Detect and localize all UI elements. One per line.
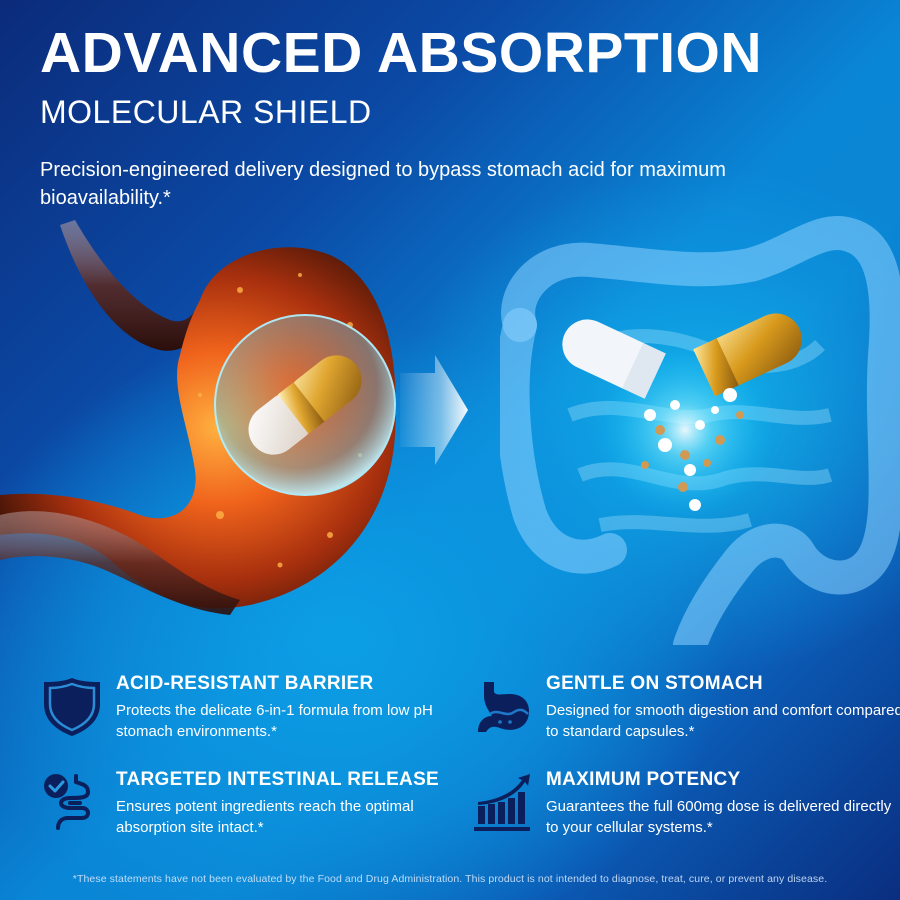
- arrow-right-icon: [400, 355, 468, 465]
- feature-title: TARGETED INTESTINAL RELEASE: [116, 769, 440, 790]
- stomach-illustration: [0, 220, 396, 615]
- feature-targeted-intestinal-release: TARGETED INTESTINAL RELEASE Ensures pote…: [40, 768, 460, 848]
- feature-title: MAXIMUM POTENCY: [546, 769, 741, 790]
- intestine-check-icon: [44, 774, 91, 830]
- feature-gentle-on-stomach: GENTLE ON STOMACH Designed for smooth di…: [470, 672, 900, 752]
- stomach-icon: [478, 682, 530, 732]
- header: ADVANCED ABSORPTION MOLECULAR SHIELD Pre…: [40, 18, 860, 212]
- feature-description: Guarantees the full 600mg dose is delive…: [546, 798, 892, 836]
- growth-chart-icon: [474, 774, 530, 831]
- feature-title: ACID-RESISTANT BARRIER: [116, 673, 374, 694]
- page-subtitle: MOLECULAR SHIELD: [40, 94, 372, 130]
- fda-disclaimer: *These statements have not been evaluate…: [72, 873, 828, 885]
- feature-title: GENTLE ON STOMACH: [546, 673, 763, 694]
- intestine-illustration: [500, 216, 900, 645]
- shield-icon: [44, 678, 100, 736]
- feature-acid-resistant-barrier: ACID-RESISTANT BARRIER Protects the deli…: [40, 672, 460, 752]
- illustration-area: [0, 215, 900, 645]
- feature-description: Designed for smooth digestion and comfor…: [546, 702, 900, 740]
- intro-text: Precision-engineered delivery designed t…: [40, 159, 726, 209]
- page-title: ADVANCED ABSORPTION: [40, 21, 763, 85]
- feature-maximum-potency: MAXIMUM POTENCY Guarantees the full 600m…: [470, 768, 891, 848]
- feature-description: Ensures potent ingredients reach the opt…: [116, 798, 414, 836]
- feature-description: Protects the delicate 6-in-1 formula fro…: [116, 702, 433, 740]
